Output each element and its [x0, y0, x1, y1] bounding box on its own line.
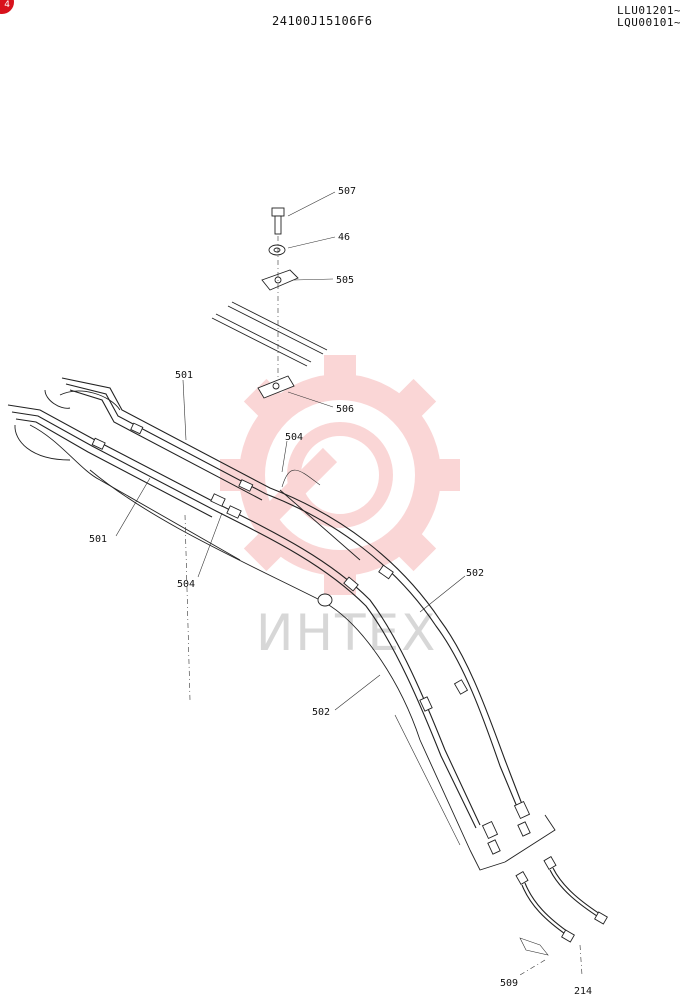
callout-505: 505: [336, 275, 354, 286]
document-code: 24100J15106F6: [272, 14, 373, 28]
callout-46: 46: [338, 232, 350, 243]
clamp-rods-icon: [211, 301, 328, 367]
clamp-506-icon: [257, 375, 295, 399]
watermark-gear-icon: [220, 355, 460, 595]
callout-214: 214: [574, 986, 592, 997]
leader-lines: [115, 191, 466, 711]
washer-46-icon: [268, 244, 286, 256]
callout-507: 507: [338, 186, 356, 197]
callout-502-left: 502: [312, 707, 330, 718]
callout-509: 509: [500, 978, 518, 989]
callout-506: 506: [336, 404, 354, 415]
callout-501-upper: 501: [175, 370, 193, 381]
serial-range-1: LLU01201~: [617, 4, 680, 17]
callout-504-upper: 504: [285, 432, 303, 443]
boom-outline: [14, 389, 556, 871]
callout-502-right: 502: [466, 568, 484, 579]
hoses: [515, 856, 608, 976]
bolt-507-icon: [271, 207, 285, 235]
callout-501-lower: 501: [89, 534, 107, 545]
clamp-505-icon: [261, 269, 299, 291]
pipe-bundle-upper: [61, 377, 531, 837]
badge-number: 4: [4, 0, 10, 10]
serial-range-2: LQU00101~: [617, 16, 680, 29]
watermark-text: ИНТЕХ: [256, 604, 437, 662]
pipe-bundle-lower: [7, 404, 501, 855]
callout-504-lower: 504: [177, 579, 195, 590]
